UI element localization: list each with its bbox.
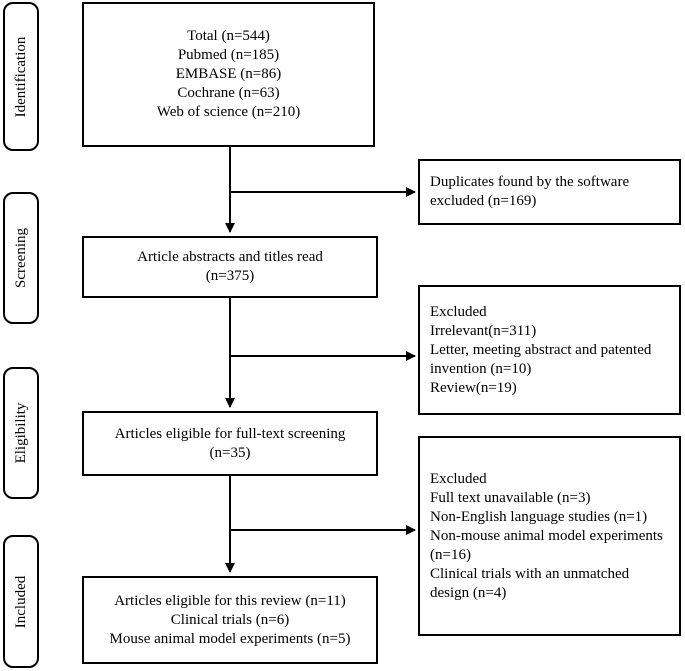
excluded-eligibility-box: Excluded Full text unavailable (n=3) Non… bbox=[418, 436, 681, 636]
excluded-heading: Excluded bbox=[430, 303, 487, 320]
screening-line: Article abstracts and titles read bbox=[137, 249, 323, 265]
identification-pubmed: Pubmed (n=185) bbox=[177, 47, 280, 63]
duplicates-line: Duplicates found by the software bbox=[430, 174, 630, 190]
duplicates-box: Duplicates found by the software exclude… bbox=[418, 159, 681, 225]
excluded-reason: Clinical trials with an unmatched bbox=[430, 565, 630, 582]
excluded-reason: Non-mouse animal model experiments bbox=[430, 527, 663, 544]
excluded-reason: Non-English language studies (n=1) bbox=[430, 508, 648, 525]
eligibility-count: (n=35) bbox=[209, 444, 251, 461]
identification-web-of-science: Web of science (n=210) bbox=[156, 104, 301, 120]
excluded-reason: Letter, meeting abstract and patented bbox=[430, 341, 652, 358]
eligibility-box: Articles eligible for full-text screenin… bbox=[82, 411, 378, 476]
identification-embase: EMBASE (n=86) bbox=[175, 66, 282, 82]
included-box: Articles eligible for this review (n=11)… bbox=[82, 576, 378, 664]
included-line: Mouse animal model experiments (n=5) bbox=[109, 630, 351, 647]
excluded-heading: Excluded bbox=[430, 470, 487, 487]
screening-count: (n=375) bbox=[205, 268, 255, 284]
stage-included: Included bbox=[3, 535, 39, 668]
identification-cochrane: Cochrane (n=63) bbox=[177, 85, 280, 101]
stage-eligibility: Eligibility bbox=[3, 367, 39, 499]
excluded-reason: Review(n=19) bbox=[430, 379, 517, 396]
excluded-screening-box: Excluded Irrelevant(n=311) Letter, meeti… bbox=[418, 285, 681, 415]
excluded-reason: Full text unavailable (n=3) bbox=[430, 489, 591, 506]
excluded-reason: design (n=4) bbox=[430, 584, 507, 601]
eligibility-line: Articles eligible for full-text screenin… bbox=[114, 425, 346, 442]
excluded-reason: Irrelevant(n=311) bbox=[430, 322, 537, 339]
screening-box: Article abstracts and titles read (n=375… bbox=[82, 236, 378, 298]
stage-screening: Screening bbox=[3, 192, 39, 324]
included-line: Clinical trials (n=6) bbox=[170, 611, 290, 628]
duplicates-line: excluded (n=169) bbox=[430, 193, 537, 209]
included-line: Articles eligible for this review (n=11) bbox=[114, 592, 346, 609]
excluded-reason: (n=16) bbox=[430, 546, 471, 563]
stage-identification: Identification bbox=[3, 2, 39, 151]
identification-total: Total (n=544) bbox=[187, 28, 270, 44]
excluded-reason: invention (n=10) bbox=[430, 360, 532, 377]
identification-box: Total (n=544) Pubmed (n=185) EMBASE (n=8… bbox=[82, 2, 375, 147]
